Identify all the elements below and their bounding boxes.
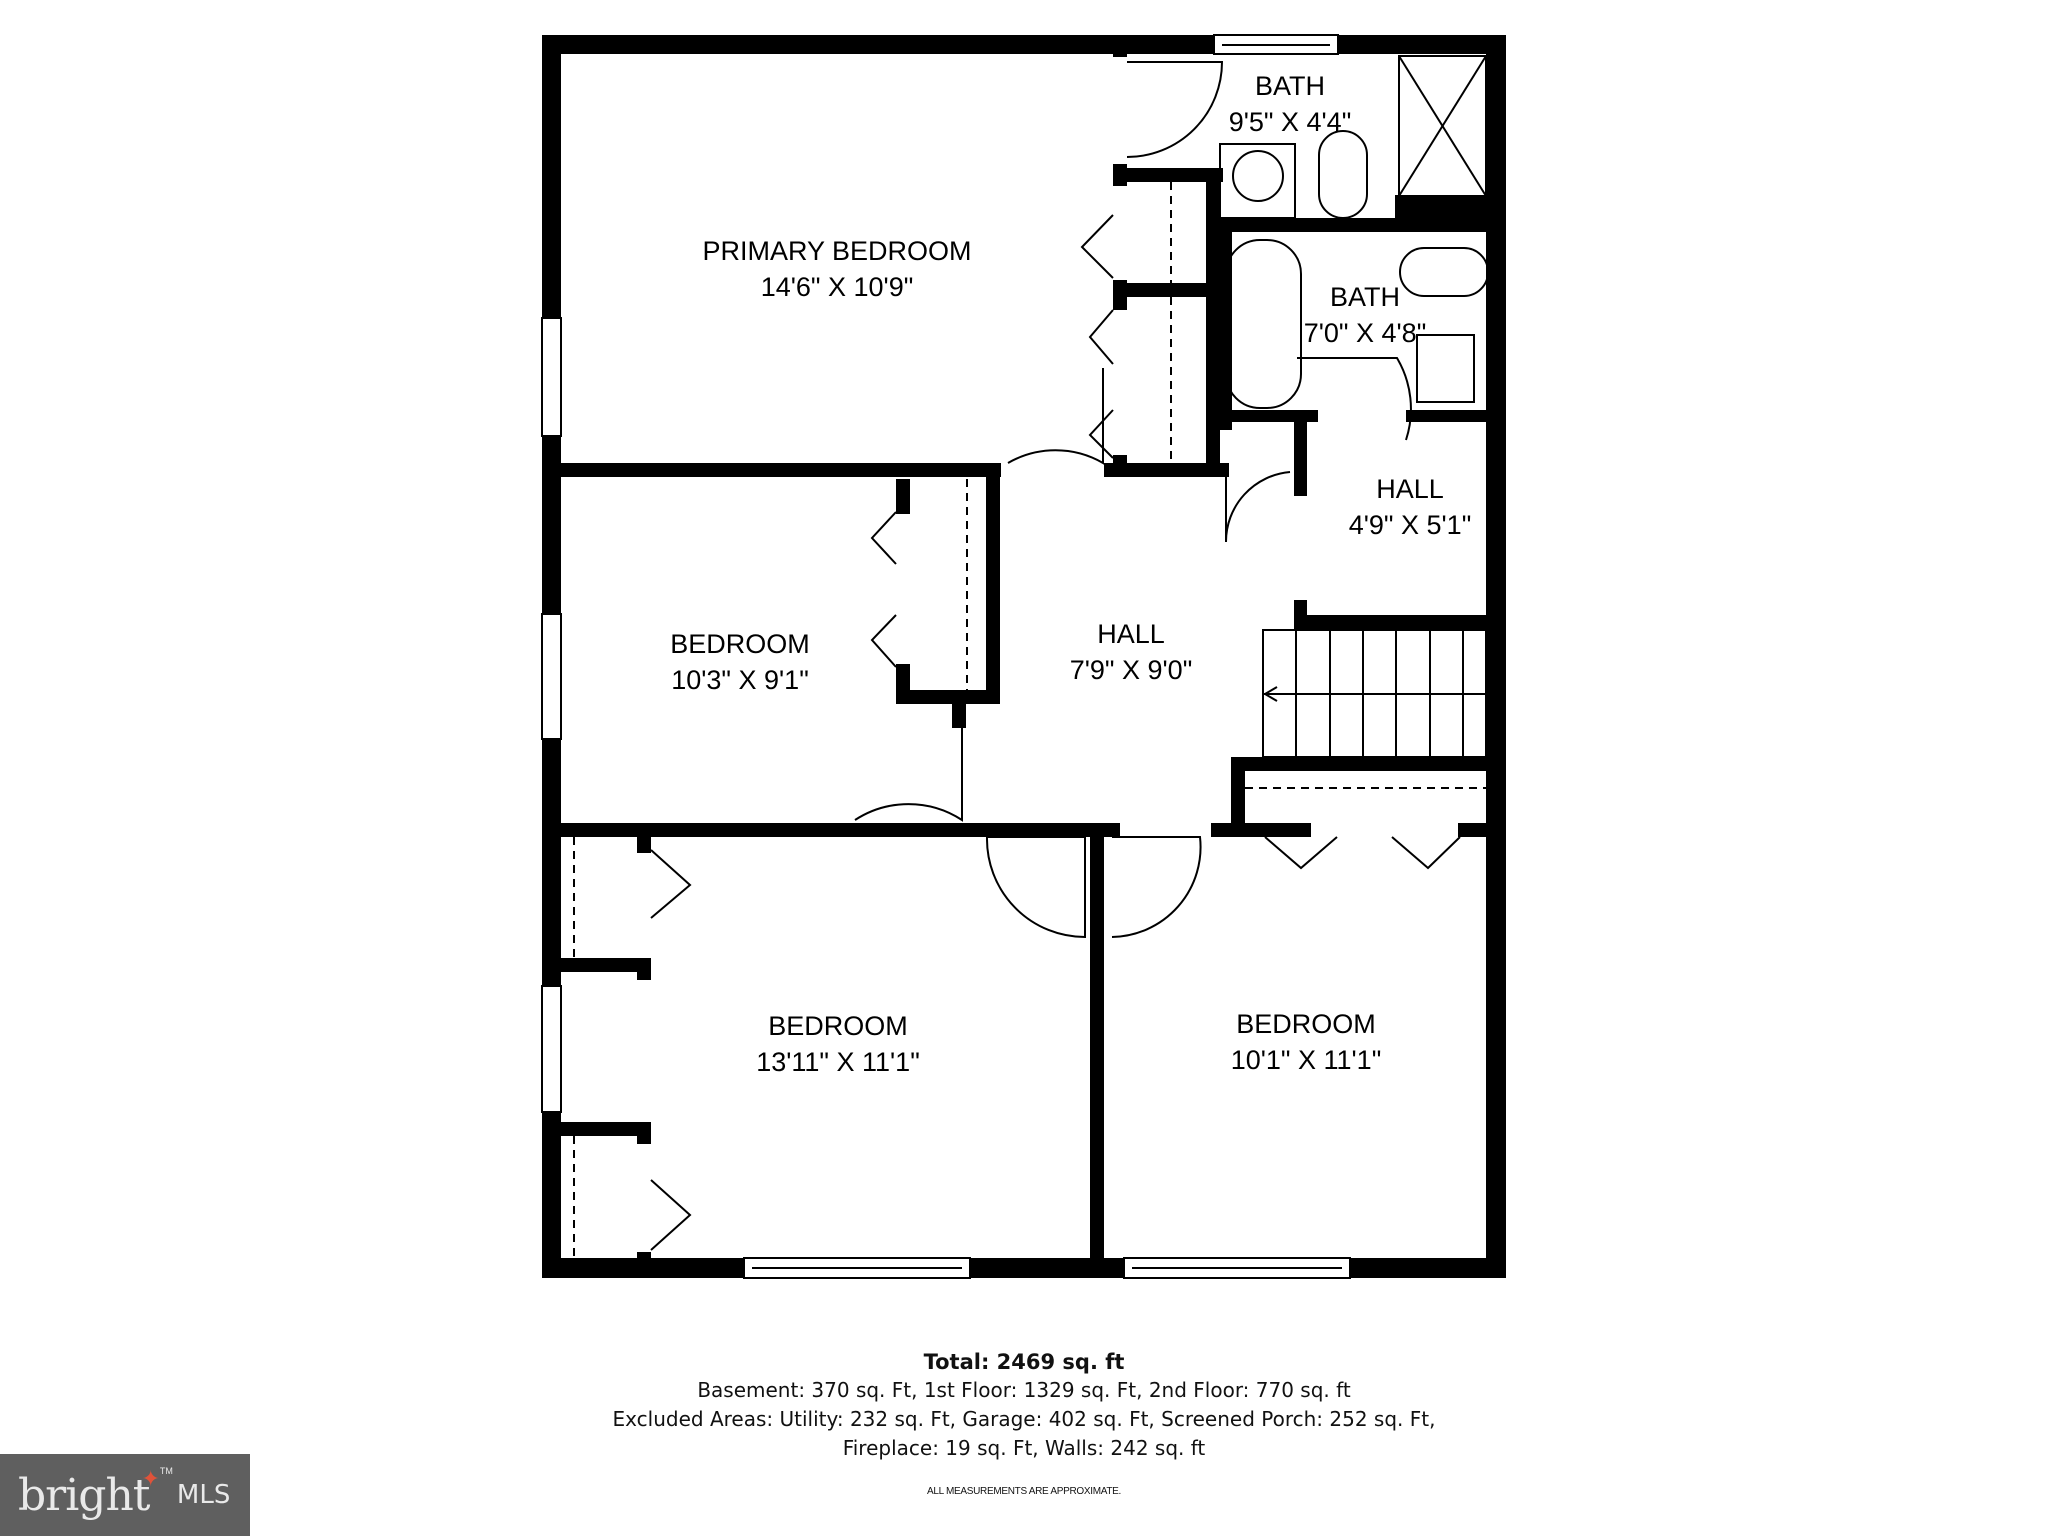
disclaimer: ALL MEASUREMENTS ARE APPROXIMATE. xyxy=(926,1486,1122,1497)
total-area: Total: 2469 sq. ft xyxy=(923,1350,1125,1374)
room-dims-primary-bedroom: 14'6" X 10'9" xyxy=(761,272,914,302)
doors xyxy=(854,61,1412,939)
room-labels: PRIMARY BEDROOM 14'6" X 10'9" BATH 9'5" … xyxy=(670,71,1471,1077)
sink-icon xyxy=(1232,150,1284,202)
bathtub-icon xyxy=(1225,239,1302,409)
room-dims-hall-main: 7'9" X 9'0" xyxy=(1070,655,1193,685)
room-name-bath-1: BATH xyxy=(1255,71,1325,101)
room-name-hall-main: HALL xyxy=(1097,619,1165,649)
room-name-bath-2: BATH xyxy=(1330,282,1400,312)
logo-mls: MLS xyxy=(176,1480,231,1510)
room-name-primary-bedroom: PRIMARY BEDROOM xyxy=(702,236,971,266)
windows xyxy=(541,34,1351,1279)
logo-brand: bright xyxy=(18,1469,150,1521)
room-dims-bedroom-3: 13'11" X 11'1" xyxy=(756,1047,920,1077)
room-name-bedroom-2: BEDROOM xyxy=(670,629,810,659)
closet-rods xyxy=(573,182,1486,1258)
shower-icon xyxy=(1398,55,1487,197)
floor-areas: Basement: 370 sq. Ft, 1st Floor: 1329 sq… xyxy=(697,1378,1351,1402)
room-dims-bedroom-2: 10'3" X 9'1" xyxy=(671,665,809,695)
stairs xyxy=(1262,629,1487,758)
toilet-icon xyxy=(1318,130,1368,219)
vanity-icon xyxy=(1219,143,1296,219)
room-dims-bedroom-4: 10'1" X 11'1" xyxy=(1231,1045,1382,1075)
room-name-bedroom-4: BEDROOM xyxy=(1236,1009,1376,1039)
room-dims-bath-2: 7'0" X 4'8" xyxy=(1304,318,1427,348)
bright-mls-logo: bright ✦ TM MLS xyxy=(0,1454,250,1536)
logo-trademark: TM xyxy=(159,1466,173,1476)
fixtures xyxy=(1219,55,1489,409)
closet-doors xyxy=(650,214,1461,1251)
room-dims-hall-small: 4'9" X 5'1" xyxy=(1349,510,1472,540)
floor-plan: PRIMARY BEDROOM 14'6" X 10'9" BATH 9'5" … xyxy=(541,34,1506,1279)
toilet-icon-2 xyxy=(1399,247,1489,297)
sink-icon-2 xyxy=(1416,334,1475,403)
excluded-areas-continued: Fireplace: 19 sq. Ft, Walls: 242 sq. ft xyxy=(842,1436,1206,1460)
star-icon: ✦ xyxy=(141,1466,160,1491)
room-name-hall-small: HALL xyxy=(1376,474,1444,504)
room-name-bedroom-3: BEDROOM xyxy=(768,1011,908,1041)
room-dims-bath-1: 9'5" X 4'4" xyxy=(1229,107,1352,137)
excluded-areas: Excluded Areas: Utility: 232 sq. Ft, Gar… xyxy=(612,1407,1436,1431)
